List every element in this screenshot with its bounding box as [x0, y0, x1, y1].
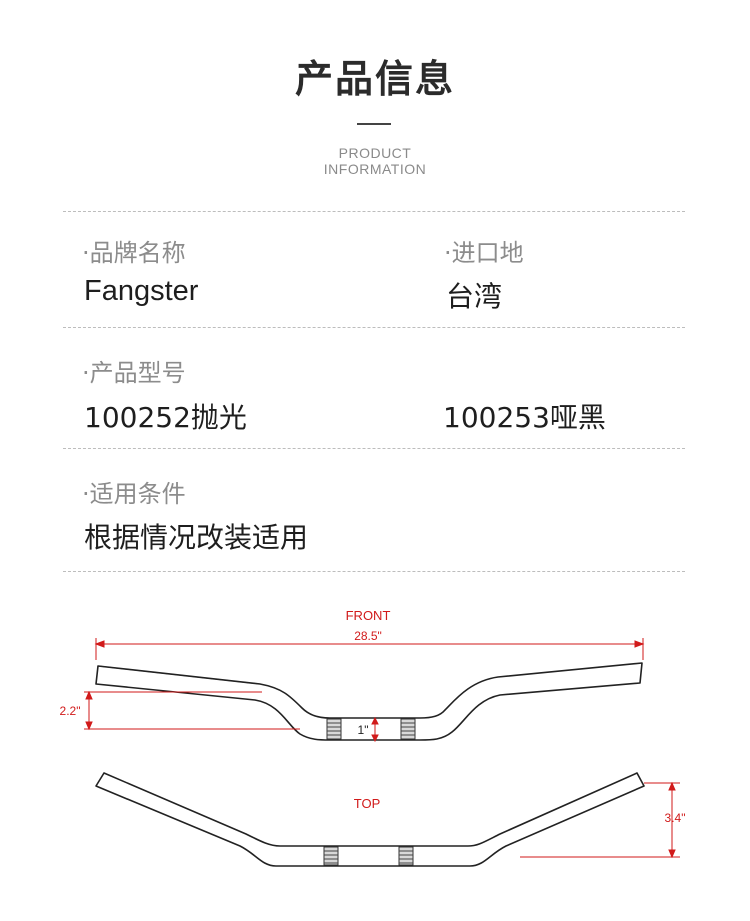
divider-1 [63, 327, 685, 328]
origin-value: 台湾 [446, 280, 503, 313]
origin-label: ·进口地 [444, 239, 524, 267]
width-dimension-value: 28.5" [354, 629, 382, 643]
brand-label: ·品牌名称 [82, 239, 186, 267]
model-label: ·产品型号 [82, 359, 186, 387]
page-subtitle: PRODUCT INFORMATION [0, 145, 750, 177]
width-dimension-line [94, 638, 645, 660]
front-view-label: FRONT [346, 608, 391, 623]
top-view-label: TOP [354, 796, 381, 811]
brand-value: Fangster [84, 275, 199, 307]
subtitle-line-2: INFORMATION [323, 161, 427, 177]
usage-label: ·适用条件 [82, 480, 186, 508]
page-title: 产品信息 [294, 57, 455, 101]
usage-value: 根据情况改装适用 [84, 521, 309, 554]
top-view-bar [95, 772, 645, 867]
pullback-dimension-value: 3.4" [665, 811, 686, 825]
front-view-knurling [326, 718, 416, 740]
pullback-dimension-line [520, 781, 680, 859]
center-dimension-line [371, 716, 379, 743]
center-dimension-value: 1" [358, 723, 369, 737]
model-value-polished: 100252抛光 [84, 401, 247, 434]
title-divider [357, 123, 391, 125]
top-view-knurling [323, 846, 414, 866]
divider-2 [63, 448, 685, 449]
rise-dimension-line [84, 690, 300, 731]
model-value-matte-black: 100253哑黑 [443, 401, 606, 434]
front-view-bar [95, 662, 643, 741]
divider-top [63, 211, 685, 212]
rise-dimension-value: 2.2" [60, 704, 81, 718]
divider-3 [63, 571, 685, 572]
subtitle-line-1: PRODUCT [338, 145, 412, 161]
